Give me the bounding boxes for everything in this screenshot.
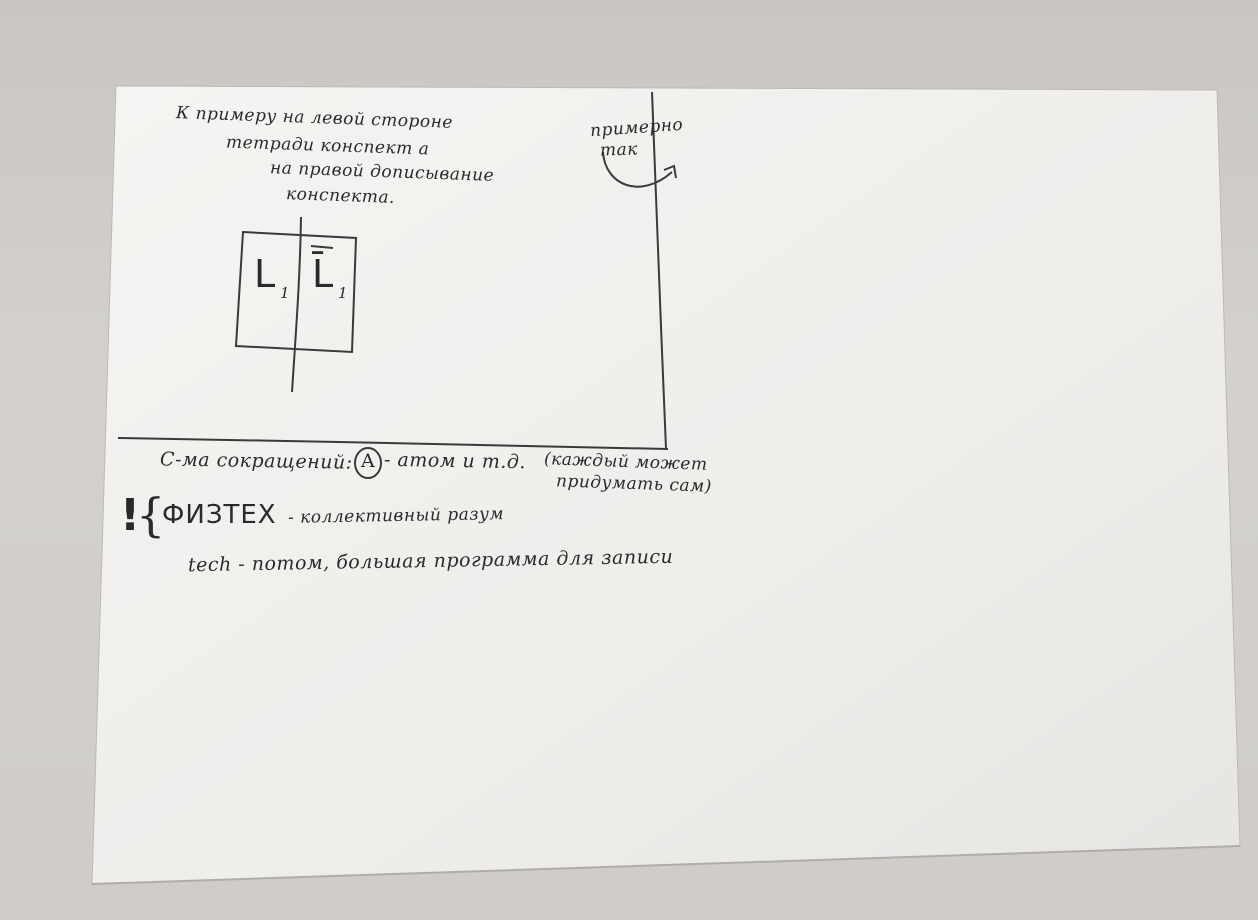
right-cell-label: L̄ (312, 252, 334, 296)
left-cell-subscript: 1 (280, 284, 291, 302)
abbrev-symbol: A (361, 450, 376, 472)
fiztech-rest: - коллективный разум (287, 504, 505, 528)
left-cell-label: L (254, 252, 276, 296)
exclamation-mark: ! (120, 490, 141, 541)
notebook-sketch-spine (291, 216, 302, 393)
intro-line-4: конспекта. (285, 184, 396, 208)
fiztech-title: ФИЗТЕХ (162, 500, 277, 530)
arrow-head-icon (663, 164, 677, 179)
abbrev-rest: - атом и т.д. (383, 448, 527, 474)
abbrev-circle-icon (354, 447, 382, 479)
notebook-sketch-outline (234, 230, 358, 354)
curly-brace: { (136, 488, 166, 542)
overline-mark (310, 245, 334, 249)
paper-shadow-edge (91, 845, 1241, 885)
divider-vertical (651, 91, 667, 450)
abbrev-prefix: С-ма сокращений: (159, 448, 353, 474)
divider-horizontal (117, 437, 669, 450)
curved-arrow-icon (602, 151, 673, 188)
side-note-line-2: так (599, 139, 639, 161)
right-cell-subscript: 1 (338, 284, 349, 302)
